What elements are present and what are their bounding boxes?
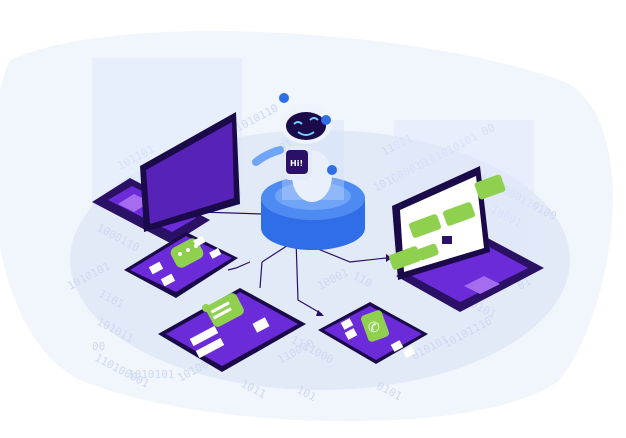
binary-text: 00	[92, 340, 105, 353]
robot: Hi!	[252, 93, 337, 202]
chat-bubble-icon	[409, 214, 441, 238]
tablet-bottom-left	[158, 288, 306, 372]
phone-icon: ✆	[368, 320, 380, 336]
tablet-top-left	[124, 232, 238, 298]
robot-chest-screen	[286, 150, 308, 174]
tablet-bottom-right: ✆	[318, 302, 428, 364]
right-laptop	[389, 166, 544, 312]
connection-lines	[199, 211, 387, 315]
binary-text: 1010101	[128, 368, 174, 381]
robot-greeting: Hi!	[290, 159, 303, 168]
left-laptop	[92, 112, 240, 244]
